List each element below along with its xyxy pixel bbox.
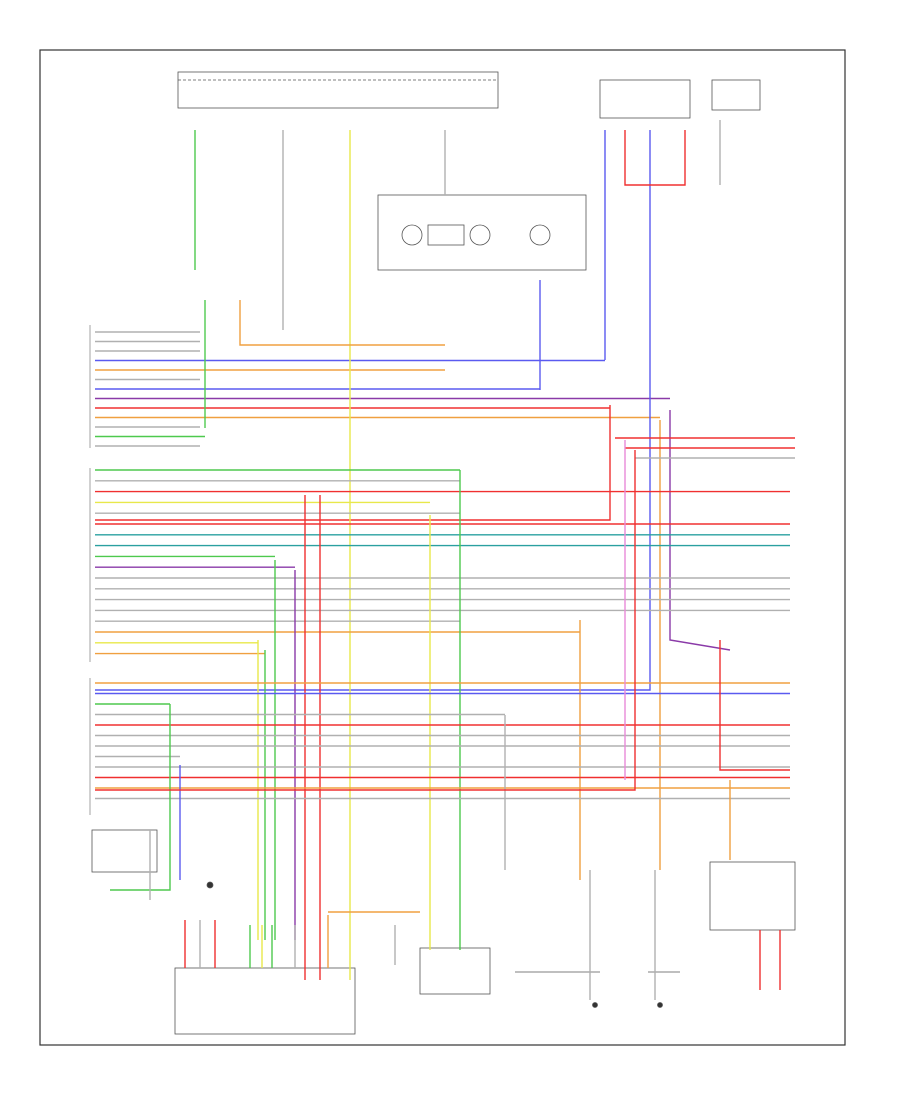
wire-red-main — [95, 405, 611, 521]
wire-green-low — [110, 704, 171, 891]
fuse-small-right — [711, 79, 761, 111]
combination-meter-box — [377, 194, 587, 271]
wire-red-low — [95, 450, 636, 791]
left-connector-box — [91, 829, 158, 873]
trans-range-switch-box — [174, 967, 356, 1035]
wire-red-tps — [719, 640, 790, 771]
wire-orange-meter — [239, 300, 445, 346]
wire-layer — [95, 120, 795, 1000]
wire-purple-main — [669, 410, 731, 651]
wire-blue-long — [95, 130, 651, 691]
diagram-frame — [39, 49, 846, 1046]
relay-box-right — [599, 79, 691, 119]
top-fuse-panel — [91, 71, 796, 1035]
relay-box-bottom-right — [709, 861, 796, 931]
fuse-box-main — [177, 71, 499, 109]
solenoid-box — [419, 947, 491, 995]
wire-red-relay — [624, 130, 686, 186]
